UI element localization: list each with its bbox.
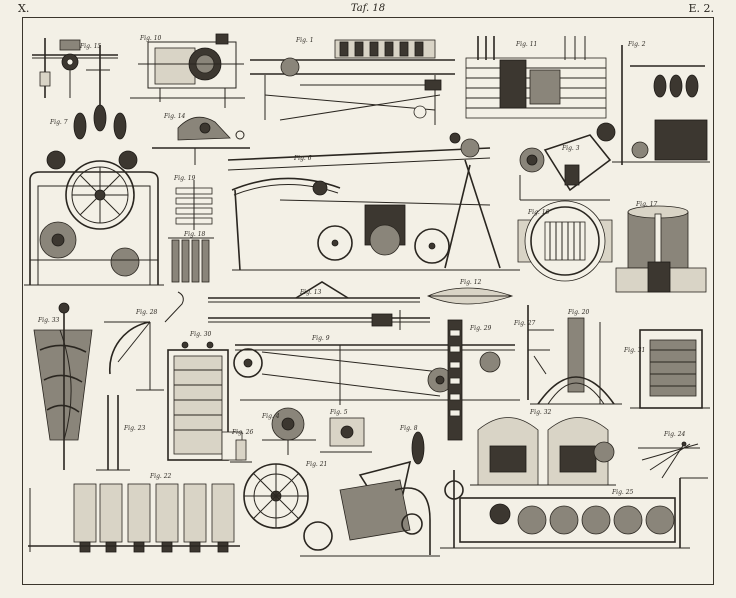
fig-label: Fig. 10 — [139, 35, 162, 42]
fig-19-plates: Fig. 19 — [173, 175, 213, 230]
fig-label: Fig. 28 — [135, 309, 158, 316]
fig-16-cylinder-plan: Fig. 16 — [517, 200, 613, 282]
fig-label: Fig. 31 — [623, 347, 645, 354]
fig-label: Fig. 8 — [399, 425, 418, 432]
fig-label: Fig. 30 — [189, 331, 212, 338]
fig-label: Fig. 16 — [527, 209, 550, 216]
fig-20-arch-frame: Fig. 20 — [530, 309, 622, 405]
fig-8-spinning-frame: Fig. 8 — [300, 425, 440, 557]
fig-label: Fig. 11 — [515, 41, 537, 48]
fig-6-carding-machine: Fig. 6 — [227, 132, 520, 271]
fig-label: Fig. 3 — [561, 145, 580, 152]
fig-label: Fig. 23 — [123, 425, 146, 432]
fig-label: Fig. 25 — [611, 489, 634, 496]
fig-label: Fig. 14 — [163, 113, 186, 120]
fig-label: Fig. 21 — [305, 461, 327, 468]
fig-label: Fig. 13 — [299, 289, 322, 296]
fig-label: Fig. 12 — [459, 279, 482, 286]
fig-label: Fig. 22 — [149, 473, 172, 480]
fig-32-arched-ovens: Fig. 32 — [470, 409, 616, 486]
fig-label: Fig. 15 — [79, 43, 102, 50]
fig-15-spindle-assembly: Fig. 15 — [32, 38, 118, 105]
fig-33-twisted-column: Fig. 33 — [33, 302, 93, 470]
fig-26-fixture: Fig. 26 — [230, 429, 254, 463]
fig-12-shuttle: Fig. 12 — [426, 279, 514, 305]
fig-23-side-machine: Fig. 23 — [96, 395, 146, 471]
fig-27-tall-rack: Fig. 27 — [513, 305, 554, 400]
fig-label: Fig. 24 — [663, 431, 686, 438]
fig-label: Fig. 26 — [231, 429, 254, 436]
fig-label: Fig. 1 — [295, 37, 314, 44]
fig-3-lever-gear: Fig. 3 — [519, 134, 612, 201]
fig-label: Fig. 33 — [37, 317, 60, 324]
fig-label: Fig. 9 — [311, 335, 330, 342]
fig-label: Fig. 2 — [627, 41, 646, 48]
plate-series-letter: X. — [18, 2, 30, 15]
plate-section-code: E. 2. — [688, 2, 714, 15]
fig-label: Fig. 4 — [261, 413, 280, 420]
fig-label: Fig. 32 — [529, 409, 552, 416]
fig-2-hanging-vessels: Fig. 2 — [596, 41, 710, 165]
fig-label: Fig. 6 — [293, 155, 312, 162]
fig-label: Fig. 29 — [469, 325, 492, 332]
fig-25-drum-machine: Fig. 25 — [440, 470, 708, 549]
fig-18-comb-rows: Fig. 18 — [168, 231, 214, 283]
fig-11-wall-machine: Fig. 11 — [465, 36, 607, 119]
fig-label: Fig. 19 — [173, 175, 196, 182]
fig-29-spindle-column: Fig. 29 — [447, 319, 492, 441]
fig-31-roller-frame: Fig. 31 — [623, 329, 710, 409]
fig-1-spindle-frame: Fig. 1 — [250, 37, 455, 125]
fig-label: Fig. 20 — [567, 309, 590, 316]
fig-5-mechanism: Fig. 5 — [320, 409, 372, 453]
fig-24-vector-diagram: Fig. 24 — [638, 431, 700, 479]
fig-label: Fig. 18 — [183, 231, 206, 238]
fig-4-gear-wheel: Fig. 4 — [261, 407, 316, 455]
fig-7-gear-frame: Fig. 7 — [24, 104, 164, 286]
fig-label: Fig. 5 — [329, 409, 348, 416]
fig-28-quadrant: Fig. 28 — [104, 291, 184, 391]
fig-label: Fig. 7 — [49, 119, 68, 126]
fig-10-gear-box: Fig. 10 — [130, 33, 245, 108]
fig-30-frame-box: Fig. 30 — [167, 331, 243, 461]
fig-label: Fig. 27 — [513, 320, 536, 327]
fig-21-radial-wheel: Fig. 21 — [243, 461, 327, 529]
plate-title: Taf. 18 — [350, 3, 386, 14]
fig-label: Fig. 17 — [635, 201, 658, 208]
fig-14-bracket: Fig. 14 — [152, 113, 250, 165]
fig-17-vessel-section: Fig. 17 — [615, 201, 707, 293]
fig-22-cylinder-row: Fig. 22 — [28, 473, 240, 553]
fig-13-slide-rail: Fig. 13 — [208, 281, 430, 330]
fig-9-pulley-drive: Fig. 9 — [233, 320, 520, 440]
